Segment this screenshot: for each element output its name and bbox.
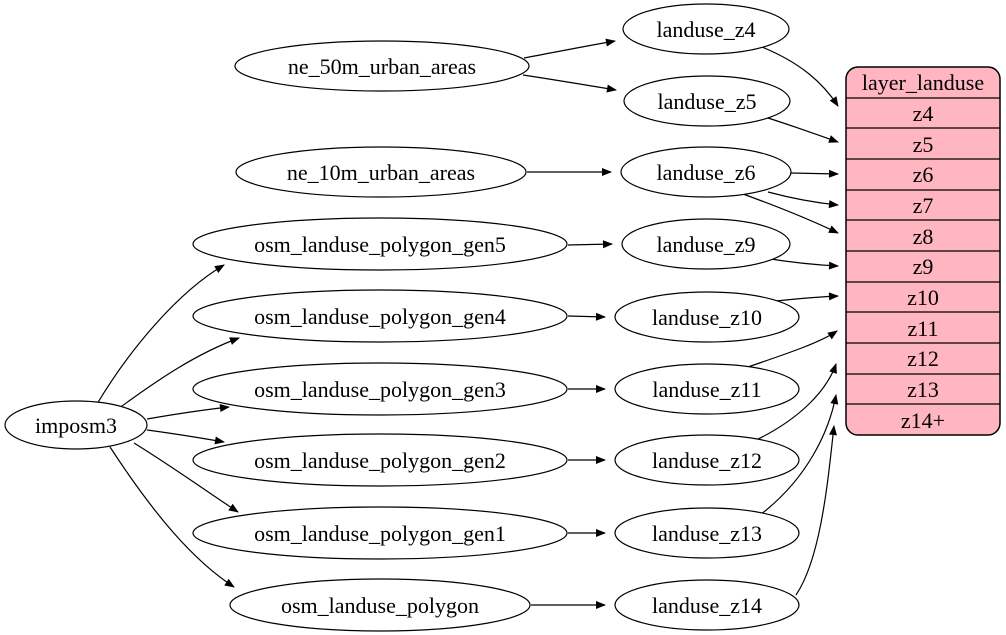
node-label: landuse_z10 — [652, 305, 762, 330]
node-shape — [192, 289, 568, 343]
node-shape — [614, 363, 800, 415]
table-row-z10: z10 — [907, 285, 939, 310]
node-landuse-z10: landuse_z10 — [614, 291, 800, 343]
node-shape — [235, 146, 527, 198]
edge-z8-row — [742, 193, 839, 234]
node-imposm3: imposm3 — [4, 400, 148, 450]
edge-z4-row — [761, 46, 839, 107]
node-ne-10m-urban-areas: ne_10m_urban_areas — [235, 146, 527, 198]
node-label: landuse_z14 — [652, 593, 762, 618]
edge-group — [96, 38, 839, 609]
node-label: landuse_z9 — [657, 232, 756, 257]
edge-imposm3-gen4 — [117, 337, 240, 410]
node-landuse-z9: landuse_z9 — [621, 218, 791, 270]
node-shape — [614, 291, 800, 343]
node-label: ne_50m_urban_areas — [288, 54, 476, 79]
table-title: layer_landuse — [862, 70, 984, 95]
edge-gen4-landuse-z10 — [567, 312, 606, 321]
node-shape — [192, 217, 568, 271]
node-shape — [622, 3, 790, 55]
edge-ne50m-landuse-z5 — [522, 74, 617, 93]
node-landuse-z13: landuse_z13 — [614, 507, 800, 559]
node-label: landuse_z13 — [652, 521, 762, 546]
node-shape — [192, 362, 568, 416]
node-shape — [614, 579, 800, 631]
node-shape — [614, 507, 800, 559]
node-shape — [229, 578, 531, 632]
edge-imposm3-gen5 — [96, 264, 225, 405]
table-row-z5: z5 — [913, 132, 934, 157]
node-shape — [623, 75, 791, 127]
edge-imposm3-gen3 — [146, 404, 230, 420]
table-row-z6: z6 — [913, 162, 934, 187]
node-shape — [621, 218, 791, 270]
node-shape — [614, 434, 800, 486]
edge-z5-row — [767, 117, 839, 143]
node-landuse-z11: landuse_z11 — [614, 363, 800, 415]
node-landuse-z14: landuse_z14 — [614, 579, 800, 631]
node-shape — [192, 433, 568, 487]
edge-imposm3-osm-landuse-polygon — [109, 446, 235, 588]
table-row-z11: z11 — [908, 316, 939, 341]
table-row-z13: z13 — [907, 377, 939, 402]
table-row-z7: z7 — [913, 193, 934, 218]
edge-gen5-landuse-z9 — [567, 240, 613, 249]
table-row-z12: z12 — [907, 346, 939, 371]
node-landuse-z6: landuse_z6 — [620, 146, 792, 198]
node-label: imposm3 — [35, 413, 117, 438]
node-label: osm_landuse_polygon_gen4 — [254, 304, 506, 329]
edge-imposm3-gen2 — [146, 429, 225, 445]
node-osm-landuse-polygon-gen5: osm_landuse_polygon_gen5 — [192, 217, 568, 271]
edge-z9-row — [763, 257, 839, 270]
edge-z11-row — [741, 330, 838, 370]
table-row-z4: z4 — [913, 101, 934, 126]
node-osm-landuse-polygon: osm_landuse_polygon — [229, 578, 531, 632]
edge-imposm3-gen1 — [133, 442, 239, 513]
node-landuse-z12: landuse_z12 — [614, 434, 800, 486]
node-label: landuse_z5 — [658, 89, 757, 114]
node-osm-landuse-polygon-gen1: osm_landuse_polygon_gen1 — [192, 506, 568, 560]
node-label: osm_landuse_polygon — [281, 593, 479, 618]
edge-z13-row — [759, 394, 839, 516]
edge-ne50m-landuse-z4 — [523, 38, 616, 59]
node-ne-50m-urban-areas: ne_50m_urban_areas — [234, 40, 530, 92]
node-shape — [234, 40, 530, 92]
edge-z7-row — [767, 191, 839, 209]
node-osm-landuse-polygon-gen3: osm_landuse_polygon_gen3 — [192, 362, 568, 416]
node-osm-landuse-polygon-gen4: osm_landuse_polygon_gen4 — [192, 289, 568, 343]
node-shape — [4, 400, 148, 450]
node-label: osm_landuse_polygon_gen3 — [254, 377, 506, 402]
node-shape — [620, 146, 792, 198]
node-label: osm_landuse_polygon_gen2 — [254, 448, 506, 473]
node-label: osm_landuse_polygon_gen1 — [254, 521, 506, 546]
node-shape — [192, 506, 568, 560]
table-row-z9: z9 — [913, 254, 934, 279]
node-label: ne_10m_urban_areas — [287, 160, 475, 185]
table-row-z8: z8 — [913, 224, 934, 249]
edge-z14-row — [795, 425, 837, 596]
table-node-layer-landuse: layer_landuse z4 z5 z6 z7 z8 z9 z10 z11 … — [845, 66, 1001, 436]
edge-z12-row — [749, 363, 837, 444]
edge-z6-row — [790, 169, 839, 178]
node-label: landuse_z4 — [657, 17, 756, 42]
node-label: landuse_z12 — [652, 448, 762, 473]
node-osm-landuse-polygon-gen2: osm_landuse_polygon_gen2 — [192, 433, 568, 487]
node-label: landuse_z11 — [652, 377, 761, 402]
node-landuse-z5: landuse_z5 — [623, 75, 791, 127]
node-label: osm_landuse_polygon_gen5 — [254, 232, 506, 257]
table-row-z14plus: z14+ — [901, 408, 945, 433]
node-landuse-z4: landuse_z4 — [622, 3, 790, 55]
node-label: landuse_z6 — [657, 160, 756, 185]
